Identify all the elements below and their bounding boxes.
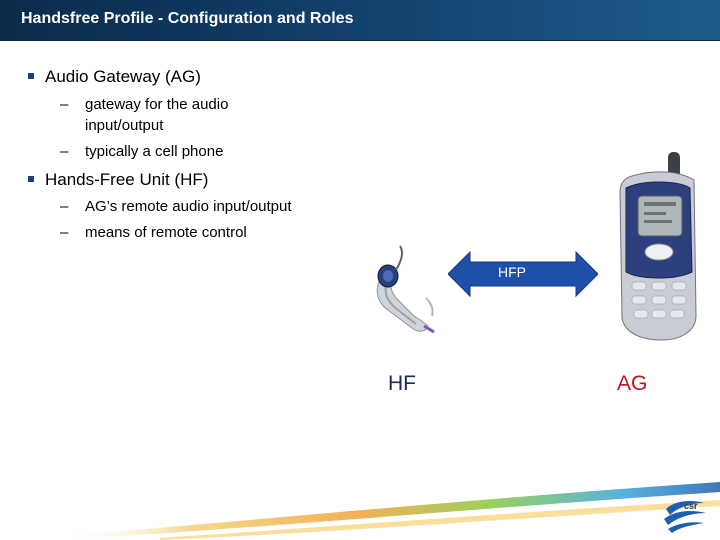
rainbow-swoosh (60, 482, 720, 540)
sub-item-text: typically a cell phone (85, 143, 224, 160)
dash-marker: – (60, 96, 69, 113)
slide-title: Handsfree Profile - Configuration and Ro… (21, 10, 354, 27)
headset-image (376, 245, 435, 334)
cell-phone-image (619, 152, 697, 341)
bullet-text: Hands-Free Unit (HF) (45, 170, 209, 189)
hf-label: HF (388, 372, 416, 395)
sub-item-text: gateway for the audio (85, 96, 229, 113)
hfp-double-arrow (448, 250, 598, 298)
csr-logo-text: csr (684, 501, 698, 511)
dash-marker: – (60, 143, 69, 160)
bullet-hands-free-unit: Hands-Free Unit (HF) (28, 170, 209, 190)
dash-marker: – (60, 198, 69, 215)
bullet-marker (28, 176, 34, 182)
sub-item-text: AG’s remote audio input/output (85, 198, 292, 215)
sub-item-continuation: input/output (85, 116, 163, 135)
ag-label: AG (617, 372, 648, 395)
sub-item-text: input/output (85, 117, 164, 134)
sub-item: – AG’s remote audio input/output (60, 197, 292, 216)
hfp-label: HFP (498, 264, 526, 280)
sub-item: – gateway for the audio (60, 95, 229, 114)
sub-item: – means of remote control (60, 223, 247, 242)
bullet-audio-gateway: Audio Gateway (AG) (28, 67, 201, 87)
sub-item-text: means of remote control (85, 224, 247, 241)
slide-title-bar: Handsfree Profile - Configuration and Ro… (0, 0, 720, 41)
csr-logo: csr (664, 501, 706, 533)
sub-item: – typically a cell phone (60, 142, 224, 161)
dash-marker: – (60, 224, 69, 241)
bullet-text: Audio Gateway (AG) (45, 67, 201, 86)
bullet-marker (28, 73, 34, 79)
